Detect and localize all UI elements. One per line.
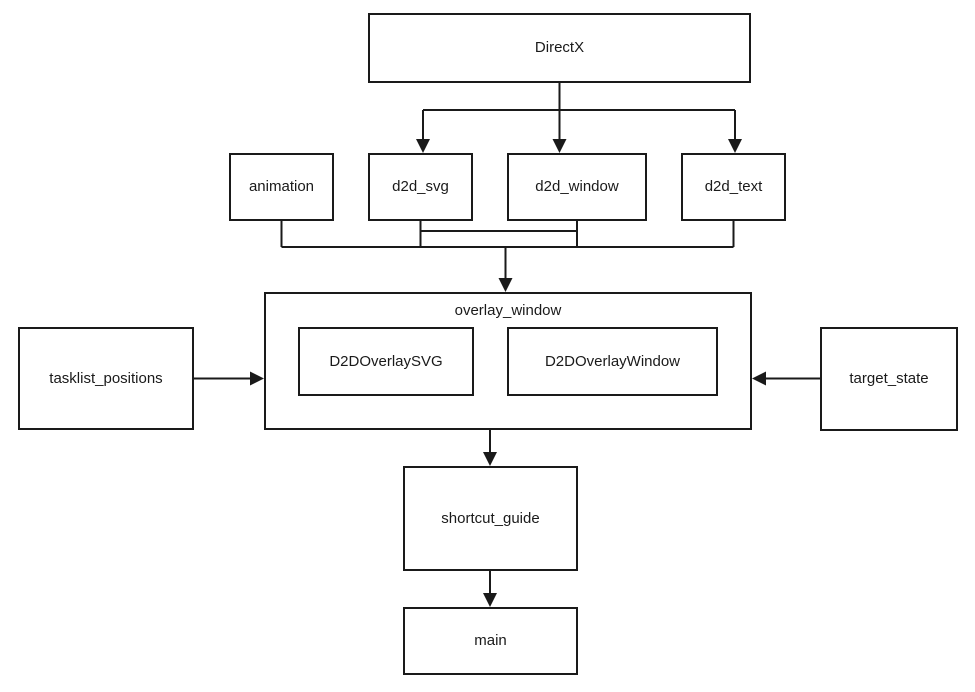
- edge-tasklist-to-overlay: [194, 371, 264, 386]
- node-tasklist-positions-label: tasklist_positions: [49, 369, 163, 387]
- node-shortcut-guide: shortcut_guide: [403, 466, 578, 571]
- node-d2d-window: d2d_window: [507, 153, 647, 221]
- edge-overlay-to-shortcut: [483, 430, 497, 466]
- edge-directx-arrowheads: [416, 139, 742, 153]
- node-animation: animation: [229, 153, 334, 221]
- node-target-state: target_state: [820, 327, 958, 431]
- node-d2d-window-label: d2d_window: [535, 178, 619, 195]
- node-directx: DirectX: [368, 13, 751, 83]
- edge-merge-arrowhead: [498, 278, 513, 292]
- node-main-label: main: [474, 632, 507, 649]
- node-shortcut-guide-label: shortcut_guide: [441, 509, 540, 527]
- edge-directx-fanout: [422, 83, 736, 139]
- node-main: main: [403, 607, 578, 675]
- node-overlay-window: overlay_window D2DOverlaySVG D2DOverlayW…: [264, 292, 752, 430]
- node-d2d-text-label: d2d_text: [704, 178, 763, 195]
- node-d2d-overlay-svg-label: D2DOverlaySVG: [329, 353, 443, 370]
- node-animation-label: animation: [248, 178, 315, 195]
- node-d2d-svg: d2d_svg: [368, 153, 473, 221]
- edge-merge-bus: [280, 221, 735, 279]
- node-overlay-window-label: overlay_window: [454, 302, 562, 319]
- node-tasklist-positions: tasklist_positions: [18, 327, 194, 430]
- node-d2d-svg-label: d2d_svg: [392, 178, 449, 195]
- edge-shortcut-to-main: [483, 571, 497, 607]
- node-directx-label: DirectX: [534, 39, 585, 56]
- edge-targetstate-to-overlay: [752, 371, 820, 386]
- node-d2d-text: d2d_text: [681, 153, 786, 221]
- node-d2d-overlay-window-label: D2DOverlayWindow: [544, 353, 681, 370]
- node-target-state-label: target_state: [849, 370, 929, 387]
- node-d2d-overlay-window: D2DOverlayWindow: [507, 327, 718, 396]
- node-d2d-overlay-svg: D2DOverlaySVG: [298, 327, 474, 396]
